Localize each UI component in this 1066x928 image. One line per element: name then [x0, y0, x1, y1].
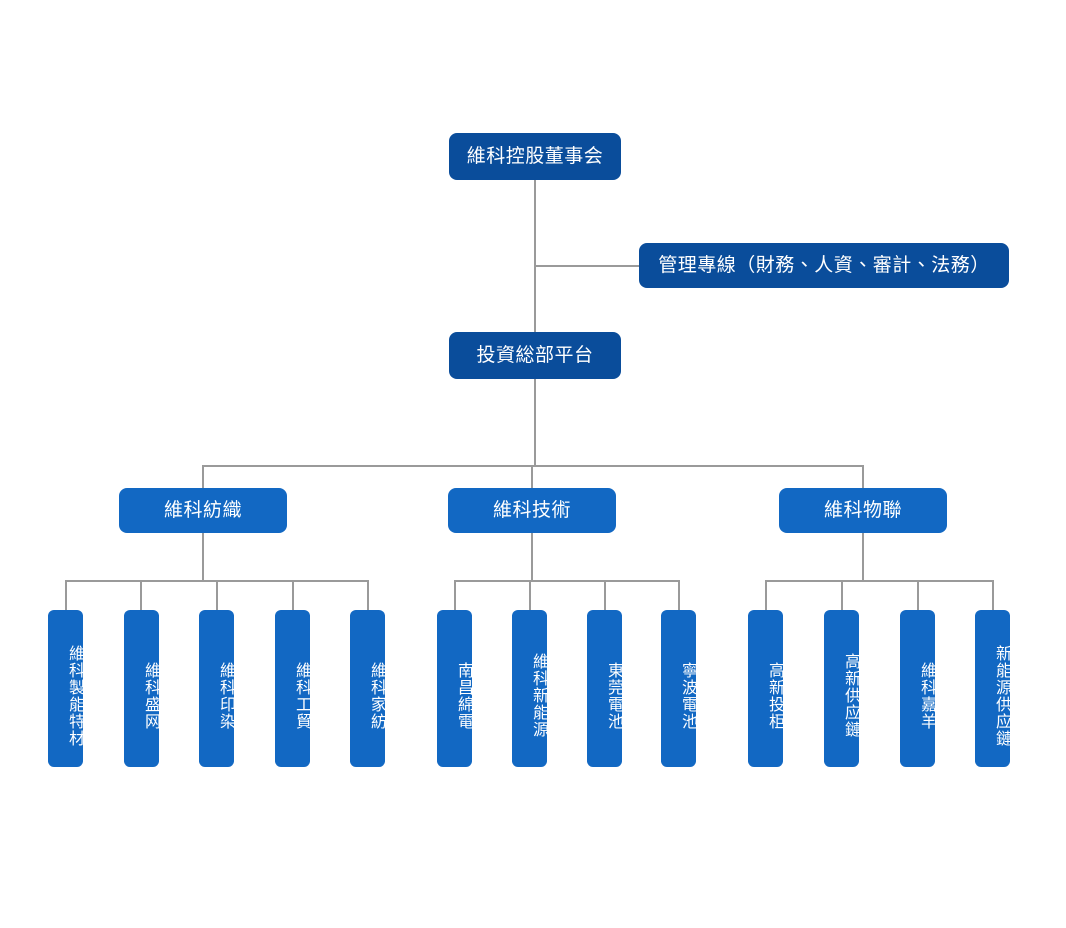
connector-division-bus [202, 465, 864, 467]
node-subsidiary-iot-1[interactable]: 高新投柜 [748, 610, 785, 767]
connector-drop-division-2 [531, 465, 533, 488]
connector-bus-technology [454, 580, 679, 582]
node-subsidiary-iot-4[interactable]: 新能源供应鏈 [975, 610, 1012, 767]
connector-board-to-platform [534, 180, 536, 332]
connector-drop-textile-4 [292, 580, 294, 610]
node-subsidiary-technology-2[interactable]: 維科新能源 [512, 610, 549, 767]
connector-platform-to-management-line [534, 265, 640, 267]
node-division-textile[interactable]: 維科紡織 [119, 488, 287, 533]
node-management-line[interactable]: 管理專線（財務、人資、審計、法務） [639, 243, 1009, 288]
node-subsidiary-technology-3[interactable]: 東莞電池 [587, 610, 624, 767]
connector-drop-textile-3 [216, 580, 218, 610]
node-subsidiary-textile-3[interactable]: 維科印染 [199, 610, 236, 767]
connector-drop-technology-3 [604, 580, 606, 610]
connector-platform-to-divisions [534, 379, 536, 465]
connector-drop-technology-2 [529, 580, 531, 610]
node-subsidiary-textile-1[interactable]: 維科製能特材 [48, 610, 85, 767]
connector-stem-technology [531, 533, 533, 580]
connector-drop-textile-2 [140, 580, 142, 610]
connector-drop-textile-1 [65, 580, 67, 610]
connector-drop-iot-4 [992, 580, 994, 610]
node-subsidiary-textile-5[interactable]: 維科家紡 [350, 610, 387, 767]
node-subsidiary-technology-4[interactable]: 寧波電池 [661, 610, 698, 767]
connector-drop-iot-3 [917, 580, 919, 610]
connector-stem-iot [862, 533, 864, 580]
node-division-technology[interactable]: 維科技術 [448, 488, 616, 533]
connector-drop-technology-1 [454, 580, 456, 610]
node-subsidiary-technology-1[interactable]: 南昌綿電 [437, 610, 474, 767]
node-subsidiary-iot-3[interactable]: 維科嘉羊 [900, 610, 937, 767]
connector-drop-textile-5 [367, 580, 369, 610]
node-board[interactable]: 維科控股董事会 [449, 133, 621, 180]
connector-drop-technology-4 [678, 580, 680, 610]
connector-bus-iot [765, 580, 993, 582]
connector-stem-textile [202, 533, 204, 580]
node-investment-platform[interactable]: 投資総部平台 [449, 332, 621, 379]
connector-drop-iot-2 [841, 580, 843, 610]
connector-drop-iot-1 [765, 580, 767, 610]
connector-drop-division-1 [202, 465, 204, 488]
node-subsidiary-textile-2[interactable]: 維科盛网 [124, 610, 161, 767]
node-subsidiary-iot-2[interactable]: 高新供应鏈 [824, 610, 861, 767]
node-division-iot[interactable]: 維科物聯 [779, 488, 947, 533]
connector-drop-division-3 [862, 465, 864, 488]
node-subsidiary-textile-4[interactable]: 維科工貿 [275, 610, 312, 767]
